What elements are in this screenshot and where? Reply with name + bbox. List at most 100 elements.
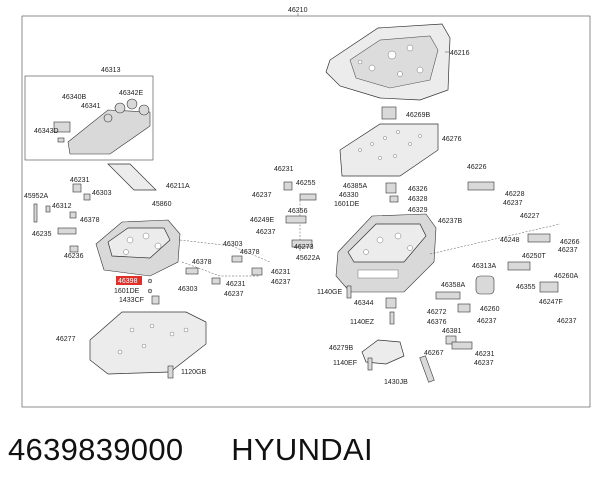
label-46226[interactable]: 46226	[467, 164, 487, 171]
part-46273	[291, 239, 313, 248]
label-46378-left[interactable]: 46378	[80, 217, 100, 224]
label-46340B[interactable]: 46340B	[62, 94, 86, 101]
label-46355[interactable]: 46355	[516, 284, 536, 291]
label-46237-mid[interactable]: 46237	[271, 279, 291, 286]
upper-valve-body-46216	[325, 23, 451, 101]
label-46228[interactable]: 46228	[505, 191, 525, 198]
label-45952A[interactable]: 45952A	[24, 193, 48, 200]
part-46398	[147, 278, 153, 284]
label-46237-center[interactable]: 46237	[252, 192, 272, 199]
label-46237-lower-right[interactable]: 46237	[477, 318, 497, 325]
label-46216[interactable]: 46216	[450, 50, 470, 57]
label-46260A[interactable]: 46260A	[554, 273, 578, 280]
part-number: 4639839000	[8, 432, 184, 467]
label-46248[interactable]: 46248	[500, 237, 520, 244]
label-1601DE-center[interactable]: 1601DE	[334, 201, 360, 208]
part-1601DE-left	[147, 288, 153, 294]
label-46237-center-b[interactable]: 46237	[256, 229, 276, 236]
part-46231-lower	[211, 277, 221, 285]
part-46344	[385, 297, 397, 309]
label-46231-lower[interactable]: 46231	[226, 281, 246, 288]
label-46250T[interactable]: 46250T	[522, 253, 546, 260]
label-1430JB[interactable]: 1430JB	[384, 379, 408, 386]
part-46378-left	[69, 211, 77, 219]
label-46231-center[interactable]: 46231	[274, 166, 294, 173]
label-46235[interactable]: 46235	[32, 231, 52, 238]
label-46247F[interactable]: 46247F	[539, 299, 563, 306]
label-46273[interactable]: 46273	[294, 244, 314, 251]
label-46303-lower[interactable]: 46303	[178, 286, 198, 293]
brand-name: HYUNDAI	[231, 432, 373, 467]
label-46255[interactable]: 46255	[296, 180, 316, 187]
main-valve-body	[335, 213, 437, 293]
label-46260[interactable]: 46260	[480, 306, 500, 313]
label-46237B[interactable]: 46237B	[438, 218, 462, 225]
label-46326[interactable]: 46326	[408, 186, 428, 193]
label-46378-mid-b[interactable]: 46378	[192, 259, 212, 266]
label-46231-left[interactable]: 46231	[70, 177, 90, 184]
part-46381	[445, 335, 457, 345]
label-46358A[interactable]: 46358A	[441, 282, 465, 289]
label-46210[interactable]: 46210	[288, 7, 308, 14]
part-46312	[45, 205, 51, 213]
label-1120GB[interactable]: 1120GB	[181, 369, 206, 376]
lower-valve-body-45860	[95, 219, 181, 277]
part-1120GB	[167, 365, 174, 379]
label-46330[interactable]: 46330	[339, 192, 359, 199]
part-46227	[527, 233, 551, 243]
label-46378-mid-a[interactable]: 46378	[240, 249, 260, 256]
label-46237-bottom-right[interactable]: 46237	[474, 360, 494, 367]
label-1140GE[interactable]: 1140GE	[317, 289, 342, 296]
label-46313A[interactable]: 46313A	[472, 263, 496, 270]
label-46341[interactable]: 46341	[81, 103, 101, 110]
label-46385A[interactable]: 46385A	[343, 183, 367, 190]
label-1140EZ[interactable]: 1140EZ	[350, 319, 375, 326]
label-46303-left[interactable]: 46303	[92, 190, 112, 197]
part-46255	[299, 193, 317, 201]
label-46312[interactable]: 46312	[52, 203, 72, 210]
label-45860[interactable]: 45860	[152, 201, 172, 208]
label-46313[interactable]: 46313	[101, 67, 121, 74]
label-46269B[interactable]: 46269B	[406, 112, 430, 119]
label-46236[interactable]: 46236	[64, 253, 84, 260]
part-45952A	[33, 203, 38, 223]
label-46231-lower-right[interactable]: 46231	[475, 351, 495, 358]
label-46328[interactable]: 46328	[408, 196, 428, 203]
label-46237-lower[interactable]: 46237	[224, 291, 244, 298]
label-46343D[interactable]: 46343D	[34, 128, 59, 135]
label-46237-right-a[interactable]: 46237	[503, 200, 523, 207]
label-45622A[interactable]: 45622A	[296, 255, 320, 262]
label-46237-right-b[interactable]: 46237	[558, 247, 578, 254]
label-46356[interactable]: 46356	[288, 208, 308, 215]
label-1433CF[interactable]: 1433CF	[119, 297, 144, 304]
label-46342E[interactable]: 46342E	[119, 90, 143, 97]
part-caption: 4639839000 HYUNDAI	[8, 432, 373, 468]
label-46237-right-c[interactable]: 46237	[557, 318, 577, 325]
label-46279B[interactable]: 46279B	[329, 345, 353, 352]
label-46303-mid[interactable]: 46303	[223, 241, 243, 248]
part-46226	[467, 181, 495, 191]
label-46266[interactable]: 46266	[560, 239, 580, 246]
oil-strainer-46277	[89, 311, 207, 375]
part-46236	[69, 245, 79, 253]
part-46378-mid	[231, 255, 243, 263]
label-46211A[interactable]: 46211A	[166, 183, 190, 190]
part-46279B	[361, 339, 405, 365]
label-46376[interactable]: 46376	[427, 319, 447, 326]
label-46272[interactable]: 46272	[427, 309, 447, 316]
label-46329[interactable]: 46329	[408, 207, 428, 214]
label-46381[interactable]: 46381	[442, 328, 462, 335]
part-1433CF	[151, 295, 160, 305]
label-46227[interactable]: 46227	[520, 213, 540, 220]
part-46267	[451, 341, 473, 350]
label-46249E[interactable]: 46249E	[250, 217, 274, 224]
label-46344[interactable]: 46344	[354, 300, 374, 307]
label-46267[interactable]: 46267	[424, 350, 444, 357]
part-46235	[57, 227, 77, 235]
label-1140EF[interactable]: 1140EF	[333, 360, 357, 367]
label-46277[interactable]: 46277	[56, 336, 76, 343]
label-46231-mid[interactable]: 46231	[271, 269, 291, 276]
label-1601DE-left[interactable]: 1601DE	[114, 288, 140, 295]
label-46276[interactable]: 46276	[442, 136, 462, 143]
label-46398[interactable]: 46398	[118, 278, 138, 285]
